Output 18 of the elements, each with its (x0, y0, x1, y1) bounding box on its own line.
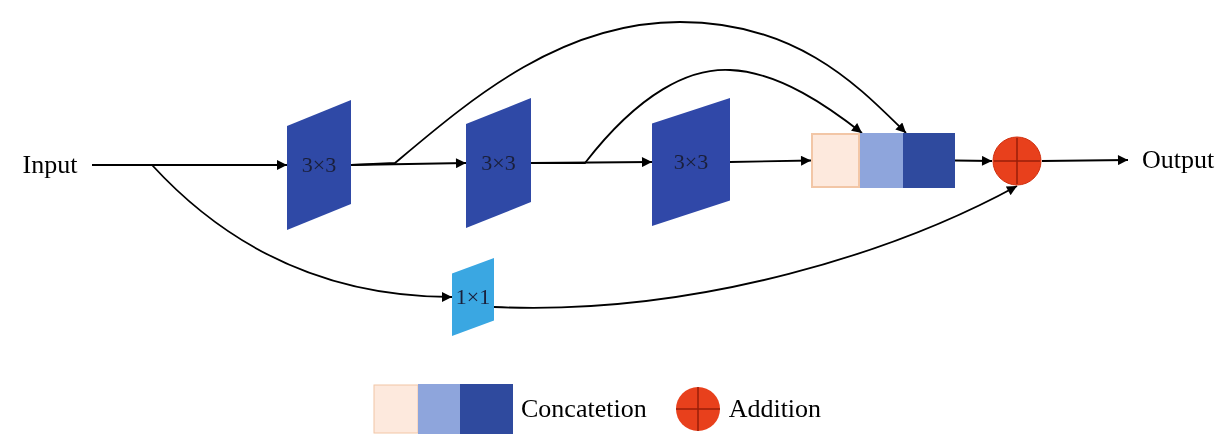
io-label: Input (8, 147, 92, 183)
legend-label: Addition (728, 396, 822, 422)
conv-layer-parallelogram: 3×3 (652, 98, 730, 226)
arrow (729, 155, 812, 166)
arrow (1041, 155, 1129, 166)
arrow (91, 164, 453, 302)
arrow (954, 155, 993, 166)
feature-map-block (903, 133, 955, 188)
feature-map-block (811, 133, 860, 188)
conv-layer-parallelogram: 3×3 (466, 98, 531, 228)
conv-layer-parallelogram: 3×3 (287, 100, 351, 230)
arrow (350, 21, 907, 166)
io-label: Output (1128, 142, 1228, 178)
conv-layer-parallelogram: 1×1 (452, 258, 494, 336)
arrow (493, 185, 1018, 309)
legend-label: Concatetion (521, 396, 647, 422)
addition-circle (992, 136, 1042, 186)
feature-map-block (860, 133, 903, 188)
